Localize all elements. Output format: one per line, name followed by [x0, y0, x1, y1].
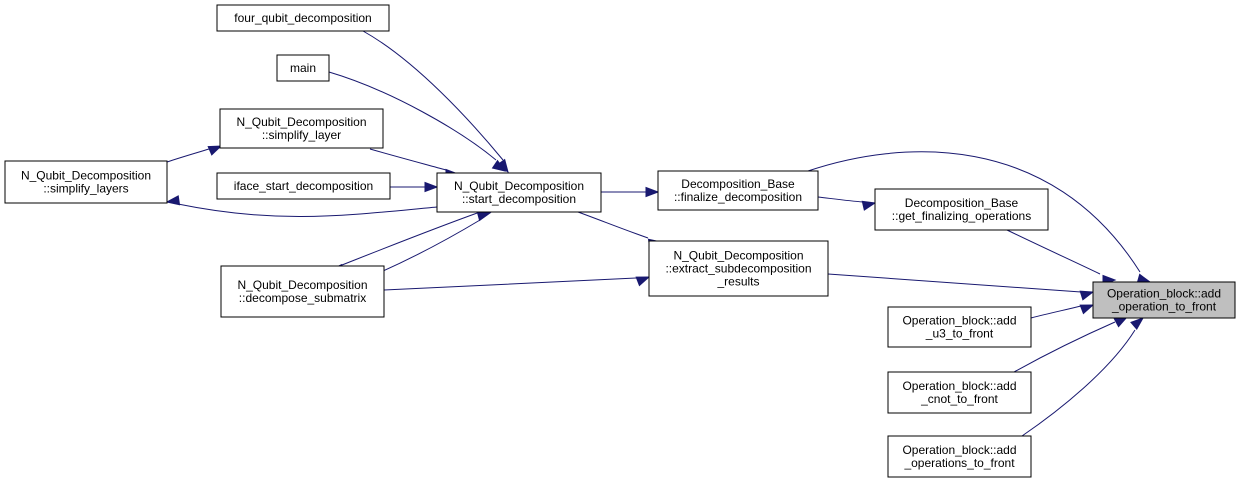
- node-add-cnot-to-front[interactable]: Operation_block::add_cnot_to_front: [887, 371, 1032, 414]
- node-box: [874, 188, 1049, 231]
- edge-line: [1030, 305, 1082, 319]
- node-box: [436, 172, 602, 213]
- edge-line: [341, 211, 481, 266]
- edge-decompose_submatrix-to-extract_subdecomposition_results: [383, 276, 651, 291]
- node-label-line: Operation_block::add: [902, 443, 1016, 457]
- edge-extract_subdecomposition_results-to-add_operation_to_front: [827, 273, 1095, 301]
- edge-arrowhead: [645, 186, 660, 198]
- node-box: [216, 4, 390, 32]
- edge-arrowhead: [165, 195, 181, 206]
- edge-add_u3_to_front-to-add_operation_to_front: [1030, 304, 1095, 319]
- node-add-operations-to-front[interactable]: Operation_block::add_operations_to_front: [887, 435, 1032, 478]
- edge-finalize_decomposition-to-get_finalizing_operations: [817, 196, 877, 211]
- node-extract-subdecomposition-results[interactable]: N_Qubit_Decomposition::extract_subdecomp…: [648, 240, 829, 297]
- node-label-line: ::get_finalizing_operations: [892, 209, 1031, 223]
- edge-line: [373, 219, 481, 276]
- node-box: [887, 371, 1032, 414]
- node-label-line: _operation_to_front: [1111, 300, 1217, 314]
- edge-arrowhead: [424, 181, 439, 193]
- edge-line: [1021, 329, 1136, 437]
- edge-line: [817, 196, 864, 203]
- edge-line: [807, 151, 1141, 273]
- node-label-line: Operation_block::add: [1107, 287, 1221, 301]
- node-label-line: _results: [716, 275, 759, 289]
- edge-decompose_submatrix-to-start_decomposition: [373, 211, 492, 276]
- node-label-line: Decomposition_Base: [905, 196, 1019, 210]
- node-box: [1092, 281, 1236, 319]
- edge-line: [177, 203, 438, 217]
- node-box: [648, 240, 829, 297]
- node-label-line: N_Qubit_Decomposition: [237, 278, 367, 292]
- edge-line: [1013, 321, 1116, 373]
- edge-arrowhead: [861, 200, 877, 211]
- edge-iface_start_decomposition-to-start_decomposition: [390, 181, 439, 193]
- edge-start_decomposition-to-finalize_decomposition: [601, 186, 660, 198]
- node-label-line: ::simplify_layers: [43, 182, 128, 196]
- node-label-line: ::decompose_submatrix: [239, 291, 366, 305]
- edge-line: [362, 30, 504, 161]
- node-label-line: ::finalize_decomposition: [674, 190, 802, 204]
- edge-main-to-start_decomposition: [328, 71, 507, 172]
- node-main[interactable]: main: [276, 54, 330, 82]
- edge-arrowhead: [491, 159, 507, 172]
- edge-line: [383, 277, 638, 291]
- node-box: [276, 54, 330, 82]
- node-label-line: Operation_block::add: [902, 379, 1016, 393]
- node-label-line: N_Qubit_Decomposition: [673, 249, 803, 263]
- edge-arrowhead: [1079, 304, 1095, 315]
- edge-add_operations_to_front-to-add_operation_to_front: [1021, 317, 1145, 437]
- node-box: [220, 265, 385, 318]
- node-label-line: four_qubit_decomposition: [234, 11, 371, 25]
- node-box: [657, 170, 819, 211]
- node-box: [219, 108, 384, 149]
- node-iface-start-decomposition[interactable]: iface_start_decomposition: [216, 172, 391, 200]
- node-finalize-decomposition[interactable]: Decomposition_Base::finalize_decompositi…: [657, 170, 819, 211]
- edge-line: [369, 148, 447, 171]
- node-simplify-layers[interactable]: N_Qubit_Decomposition::simplify_layers: [4, 160, 168, 204]
- node-label-line: N_Qubit_Decomposition: [454, 179, 584, 193]
- node-label-line: Operation_block::add: [902, 314, 1016, 328]
- node-label-line: N_Qubit_Decomposition: [21, 169, 151, 183]
- edge-line: [827, 273, 1082, 293]
- node-box: [4, 160, 168, 204]
- edge-arrowhead: [476, 211, 492, 222]
- edge-arrowhead: [635, 276, 651, 287]
- edge-arrowhead: [1079, 290, 1095, 301]
- node-label-line: N_Qubit_Decomposition: [236, 115, 366, 129]
- node-label-line: iface_start_decomposition: [234, 179, 373, 193]
- node-start-decomposition[interactable]: N_Qubit_Decomposition::start_decompositi…: [436, 172, 602, 213]
- node-label-line: _operations_to_front: [903, 456, 1015, 470]
- node-label-line: _u3_to_front: [925, 327, 994, 341]
- edge-start_decomposition-to-decompose_submatrix: [328, 211, 481, 275]
- node-label-line: ::extract_subdecomposition: [665, 262, 811, 276]
- node-simplify-layer[interactable]: N_Qubit_Decomposition::simplify_layer: [219, 108, 384, 149]
- node-label-line: ::simplify_layer: [262, 128, 341, 142]
- node-label-line: Decomposition_Base: [681, 177, 795, 191]
- edge-line: [1006, 229, 1101, 275]
- node-label-line: ::start_decomposition: [462, 192, 576, 206]
- edge-arrowhead: [207, 145, 223, 156]
- node-add-u3-to-front[interactable]: Operation_block::add_u3_to_front: [887, 306, 1032, 348]
- node-four-qubit-decomposition[interactable]: four_qubit_decomposition: [216, 4, 390, 32]
- node-label-line: _cnot_to_front: [920, 392, 998, 406]
- edge-line: [166, 148, 210, 163]
- edge-line: [577, 211, 649, 239]
- node-box: [887, 435, 1032, 478]
- node-add-operation-to-front[interactable]: Operation_block::add_operation_to_front: [1092, 281, 1236, 319]
- edge-four_qubit_decomposition-to-start_decomposition: [362, 30, 509, 174]
- node-box: [887, 306, 1032, 348]
- node-label-line: main: [290, 61, 316, 75]
- edge-start_decomposition-to-simplify_layers: [165, 195, 438, 217]
- edge-get_finalizing_operations-to-add_operation_to_front: [1006, 229, 1117, 286]
- edge-arrowhead: [1130, 317, 1145, 331]
- edge-line: [328, 71, 497, 161]
- edge-simplify_layers-to-simplify_layer: [166, 145, 223, 163]
- node-get-finalizing-operations[interactable]: Decomposition_Base::get_finalizing_opera…: [874, 188, 1049, 231]
- node-box: [216, 172, 391, 200]
- node-decompose-submatrix[interactable]: N_Qubit_Decomposition::decompose_submatr…: [220, 265, 385, 318]
